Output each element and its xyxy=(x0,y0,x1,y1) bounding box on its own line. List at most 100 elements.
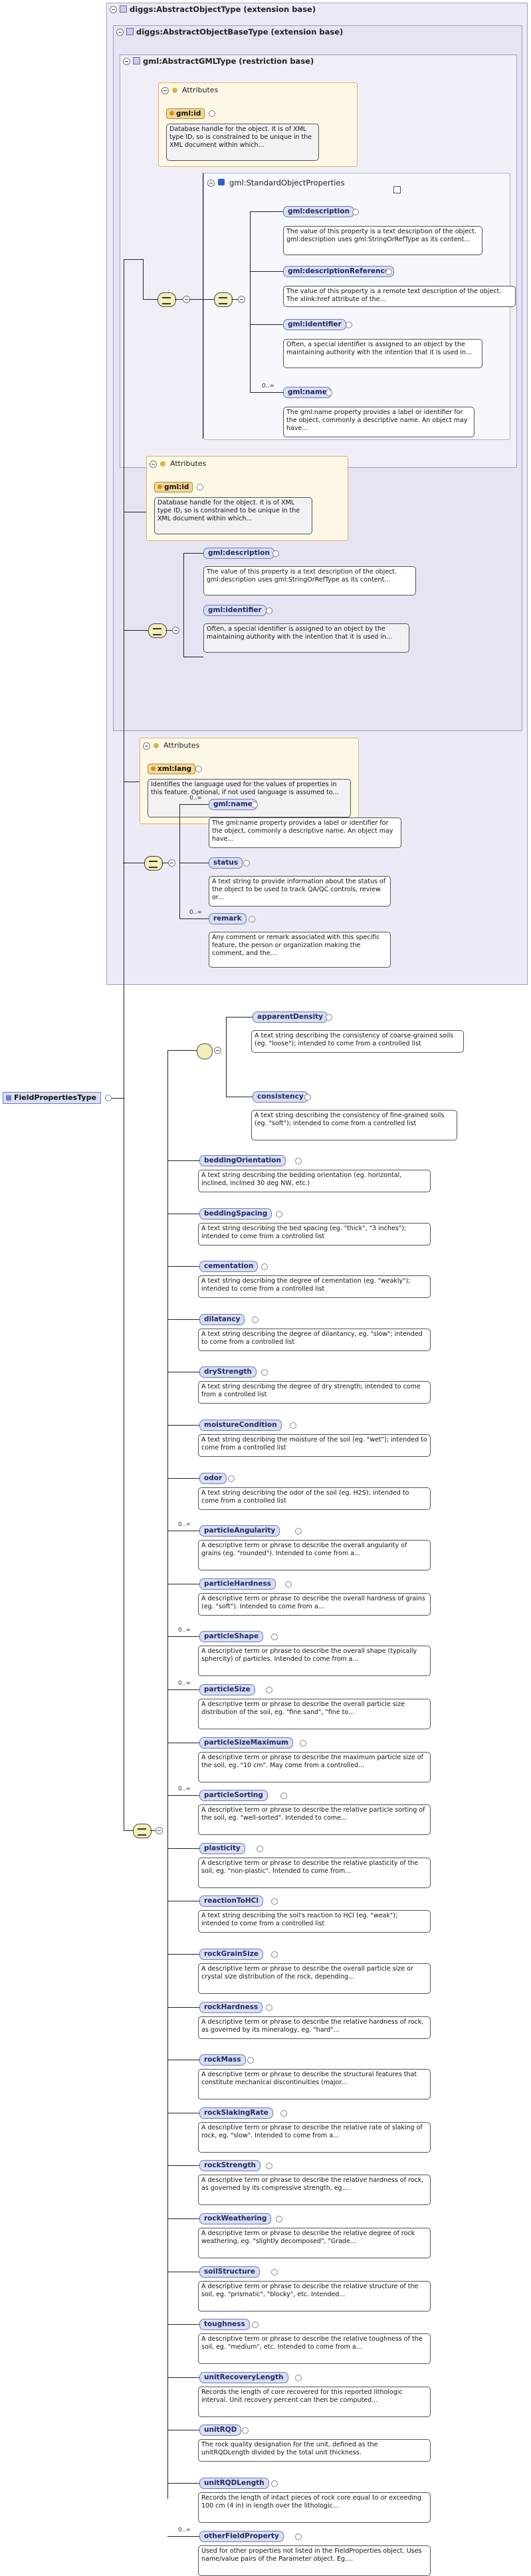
annotation: The value of this property is a text des… xyxy=(283,226,482,255)
collapse-toggle[interactable] xyxy=(161,87,169,94)
element-gml-identifier[interactable]: gml:identifier xyxy=(283,319,346,330)
expand-toggle[interactable] xyxy=(280,2110,287,2117)
collapse-toggle[interactable] xyxy=(143,742,150,750)
element-consistency[interactable]: consistency xyxy=(253,1091,308,1103)
element-gml-description-reference[interactable]: gml:descriptionReference xyxy=(283,266,394,277)
collapse-toggle[interactable] xyxy=(238,296,245,303)
expand-toggle[interactable] xyxy=(257,1846,263,1852)
element-toughness[interactable]: toughness xyxy=(199,2319,250,2330)
expand-toggle[interactable] xyxy=(304,1094,311,1101)
expand-toggle[interactable] xyxy=(326,389,332,396)
expand-toggle[interactable] xyxy=(295,2375,302,2381)
element-status[interactable]: status xyxy=(209,857,243,869)
expand-toggle[interactable] xyxy=(251,802,258,808)
collapse-toggle[interactable] xyxy=(214,1047,221,1054)
element-bedding-orientation[interactable]: beddingOrientation xyxy=(199,1155,286,1166)
element-remark[interactable]: remark xyxy=(209,913,247,924)
element-reaction-to-h-cl[interactable]: reactionToHCl xyxy=(199,1895,263,1907)
connector xyxy=(167,1425,199,1426)
expand-toggle[interactable] xyxy=(271,1634,278,1640)
element-particle-sorting[interactable]: particleSorting xyxy=(199,1790,268,1801)
element-odor[interactable]: odor xyxy=(199,1473,227,1484)
element-unit-recovery-length[interactable]: unitRecoveryLength xyxy=(199,2372,288,2383)
collapse-toggle[interactable] xyxy=(150,461,157,468)
element-particle-size-maximum[interactable]: particleSizeMaximum xyxy=(199,1737,293,1749)
element-plasticity[interactable]: plasticity xyxy=(199,1843,245,1854)
expand-toggle[interactable] xyxy=(195,766,202,772)
expand-toggle[interactable] xyxy=(295,2533,302,2540)
expand-toggle[interactable] xyxy=(272,550,279,557)
expand-toggle[interactable] xyxy=(261,1369,268,1376)
expand-toggle[interactable] xyxy=(243,860,250,867)
element-particle-size[interactable]: particleSize xyxy=(199,1684,255,1695)
element-rock-weathering[interactable]: rockWeathering xyxy=(199,2213,272,2224)
expand-toggle[interactable] xyxy=(300,1740,306,1747)
expand-toggle[interactable] xyxy=(261,1263,268,1270)
element-rock-mass[interactable]: rockMass xyxy=(199,2054,246,2066)
expand-toggle[interactable] xyxy=(197,484,203,490)
expand-toggle[interactable] xyxy=(285,1581,292,1588)
element-particle-angularity[interactable]: particleAngularity xyxy=(199,1525,280,1537)
expand-toggle[interactable] xyxy=(271,2480,278,2487)
expand-toggle[interactable] xyxy=(352,209,359,215)
collapse-toggle[interactable] xyxy=(116,29,124,36)
expand-toggle[interactable] xyxy=(252,1317,259,1323)
element-rock-hardness[interactable]: rockHardness xyxy=(199,2002,263,2013)
expand-toggle[interactable] xyxy=(290,1422,296,1429)
expand-toggle[interactable] xyxy=(266,1687,272,1693)
element-apparent-density[interactable]: apparentDensity xyxy=(253,1012,328,1023)
element-gml-description[interactable]: gml:description xyxy=(203,548,274,559)
expand-toggle[interactable] xyxy=(271,1951,278,1958)
collapse-toggle[interactable] xyxy=(168,859,175,867)
element-gml-identifier[interactable]: gml:identifier xyxy=(203,605,266,616)
element-rock-grain-size[interactable]: rockGrainSize xyxy=(199,1949,263,1960)
group-link-icon[interactable] xyxy=(393,186,401,193)
expand-toggle[interactable] xyxy=(295,1528,302,1535)
expand-toggle[interactable] xyxy=(266,2004,272,2011)
element-rock-strength[interactable]: rockStrength xyxy=(199,2160,261,2171)
element-bedding-spacing[interactable]: beddingSpacing xyxy=(199,1208,272,1220)
element-cementation[interactable]: cementation xyxy=(199,1261,259,1272)
expand-toggle[interactable] xyxy=(295,1158,302,1164)
element-moisture-condition[interactable]: moistureCondition xyxy=(199,1420,282,1431)
element-soil-structure[interactable]: soilStructure xyxy=(199,2266,260,2278)
attribute-xml-lang[interactable]: xml:lang xyxy=(148,764,196,774)
collapse-toggle[interactable] xyxy=(172,627,179,634)
expand-toggle[interactable] xyxy=(276,1211,282,1218)
collapse-toggle[interactable] xyxy=(123,58,130,65)
expand-toggle[interactable] xyxy=(249,916,255,922)
collapse-toggle[interactable] xyxy=(110,6,117,13)
attribute-gml-id[interactable]: gml:id xyxy=(154,482,193,492)
expand-toggle[interactable] xyxy=(271,1898,278,1905)
root-complex-type[interactable]: FieldPropertiesType xyxy=(3,1092,101,1104)
collapse-toggle[interactable] xyxy=(207,179,215,187)
expand-toggle[interactable] xyxy=(252,2321,259,2328)
element-gml-name[interactable]: gml:name xyxy=(209,799,257,810)
expand-toggle[interactable] xyxy=(385,268,392,275)
expand-toggle[interactable] xyxy=(266,2163,272,2169)
element-unit-r-q-d[interactable]: unitRQD xyxy=(199,2424,242,2436)
attribute-gml-id[interactable]: gml:id xyxy=(166,108,205,119)
element-dilatancy[interactable]: dilatancy xyxy=(199,1314,245,1325)
expand-toggle[interactable] xyxy=(247,2057,254,2064)
expand-toggle[interactable] xyxy=(280,1792,287,1799)
collapse-toggle[interactable] xyxy=(156,1827,163,1834)
element-dry-strength[interactable]: dryStrength xyxy=(199,1366,257,1378)
element-other-field-property[interactable]: otherFieldProperty xyxy=(199,2531,284,2542)
connector xyxy=(250,211,251,392)
expand-toggle[interactable] xyxy=(228,1475,235,1482)
element-unit-r-q-d-length[interactable]: unitRQDLength xyxy=(199,2478,269,2489)
expand-toggle[interactable] xyxy=(276,2216,282,2222)
expand-toggle[interactable] xyxy=(105,1095,112,1101)
expand-toggle[interactable] xyxy=(346,322,352,328)
element-particle-hardness[interactable]: particleHardness xyxy=(199,1578,276,1590)
expand-toggle[interactable] xyxy=(209,110,215,117)
element-rock-slaking-rate[interactable]: rockSlakingRate xyxy=(199,2107,273,2119)
expand-toggle[interactable] xyxy=(271,2269,278,2276)
element-gml-description[interactable]: gml:description xyxy=(283,206,354,217)
element-particle-shape[interactable]: particleShape xyxy=(199,1631,264,1642)
element-gml-name[interactable]: gml:name xyxy=(283,387,332,398)
expand-toggle[interactable] xyxy=(242,2427,249,2434)
expand-toggle[interactable] xyxy=(326,1014,332,1021)
expand-toggle[interactable] xyxy=(266,607,272,614)
